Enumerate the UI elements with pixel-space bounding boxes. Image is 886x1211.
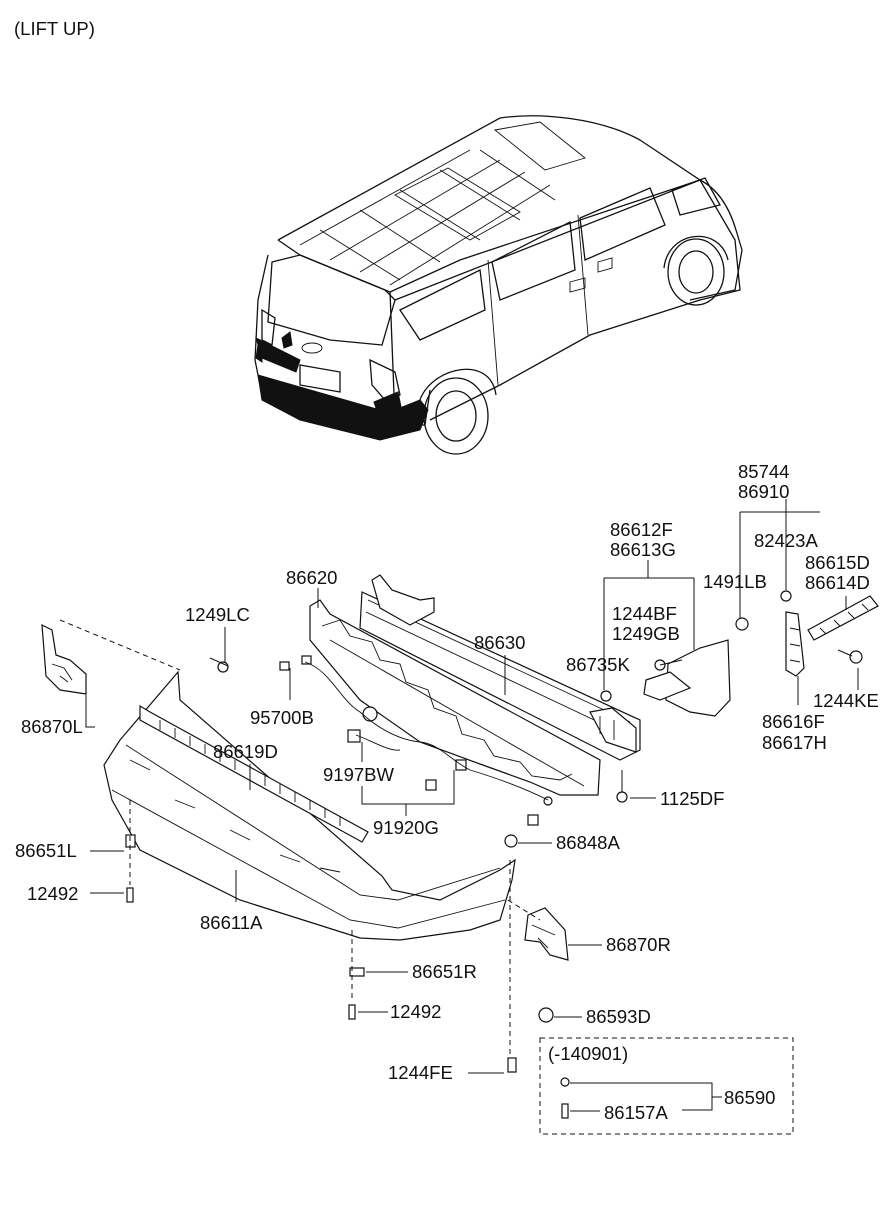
part-label-86735K: 86735K — [566, 654, 630, 675]
part-label-86615D: 86615D — [805, 552, 870, 573]
diagram-title: (LIFT UP) — [14, 18, 95, 39]
part-label-86620: 86620 — [286, 567, 337, 588]
bracket-86870L — [41, 623, 87, 695]
part-labels: 85744 86910 82423A 86612F 86613G 86615D … — [15, 461, 879, 1123]
part-label-82423A: 82423A — [754, 530, 818, 551]
van-illustration — [254, 115, 743, 455]
part-label-86870L: 86870L — [21, 716, 83, 737]
part-label-86848A: 86848A — [556, 832, 620, 853]
part-label-91920G: 91920G — [373, 817, 439, 838]
part-label-86590: 86590 — [724, 1087, 775, 1108]
part-label-86617H: 86617H — [762, 732, 827, 753]
bracket-86616F — [785, 611, 805, 677]
part-label-1244KE: 1244KE — [813, 690, 879, 711]
part-label-86611A: 86611A — [200, 912, 263, 933]
grille-86619D — [139, 704, 369, 843]
part-label-86157A: 86157A — [604, 1102, 668, 1123]
part-label-1249GB: 1249GB — [612, 623, 680, 644]
part-label-1491LB: 1491LB — [703, 571, 767, 592]
part-label-86651L: 86651L — [15, 840, 77, 861]
part-label-1249LC: 1249LC — [185, 604, 250, 625]
part-label-85744: 85744 — [738, 461, 789, 482]
bracket-86870R — [524, 907, 569, 961]
part-label-86593D: 86593D — [586, 1006, 651, 1027]
part-label-86870R: 86870R — [606, 934, 671, 955]
part-label-86612F: 86612F — [610, 519, 673, 540]
part-label-1244FE: 1244FE — [388, 1062, 453, 1083]
rear-beam-86630 — [359, 591, 641, 761]
part-label-86651R: 86651R — [412, 961, 477, 982]
part-label-9197BW: 9197BW — [323, 764, 394, 785]
part-label-86910: 86910 — [738, 481, 789, 502]
part-label-86614D: 86614D — [805, 572, 870, 593]
part-label-86630: 86630 — [474, 632, 525, 653]
part-label-86619D: 86619D — [213, 741, 278, 762]
variant-inset-box — [539, 1037, 794, 1135]
bracket-86615D — [807, 595, 879, 641]
absorber-86620 — [309, 599, 601, 796]
part-label-86613G: 86613G — [610, 539, 676, 560]
part-label-95700B: 95700B — [250, 707, 314, 728]
part-label-140901: (-140901) — [548, 1043, 628, 1064]
part-label-86616F: 86616F — [762, 711, 825, 732]
part-label-12492-left: 12492 — [27, 883, 78, 904]
side-piece-86612F — [665, 639, 731, 717]
part-label-1125DF: 1125DF — [660, 788, 724, 809]
leader-lines — [59, 499, 859, 1112]
part-label-1244BF: 1244BF — [612, 603, 677, 624]
part-label-12492-right: 12492 — [390, 1001, 441, 1022]
parts-drawing — [41, 574, 879, 1119]
